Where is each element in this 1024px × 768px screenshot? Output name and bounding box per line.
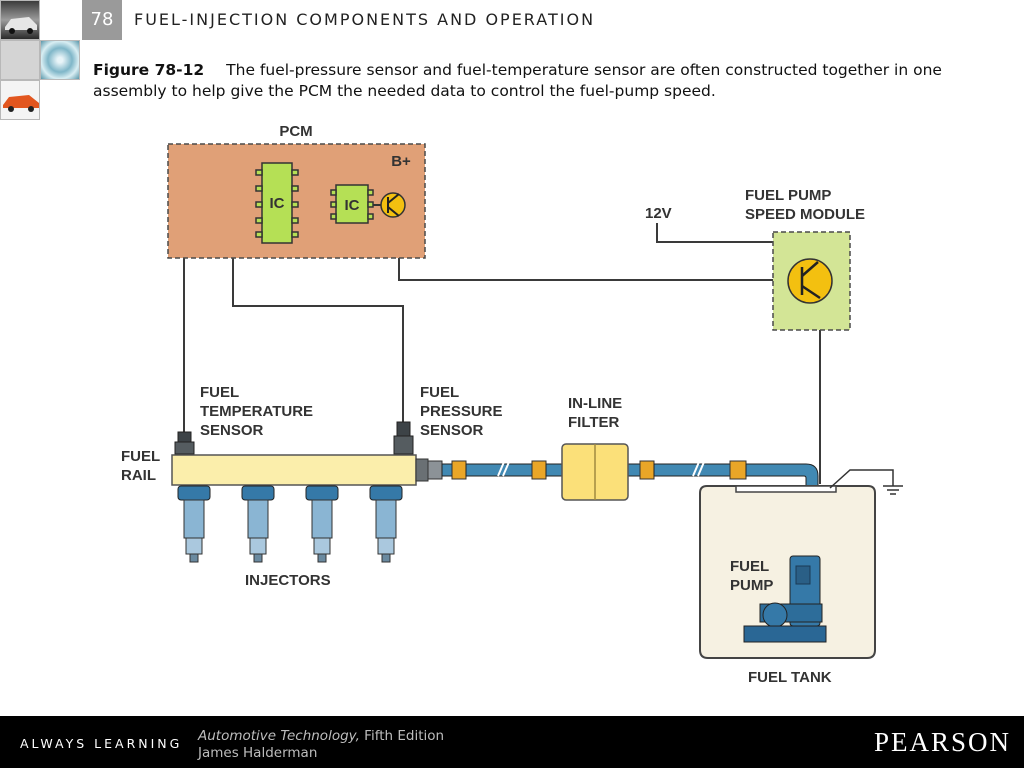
engine-thumbnail-image bbox=[0, 40, 40, 80]
fuel-pressure-sensor-label-3: SENSOR bbox=[420, 422, 484, 439]
sports-car-thumbnail-image bbox=[0, 80, 40, 120]
fuel-rail bbox=[171, 454, 417, 486]
fuel-temp-sensor-label-1: FUEL bbox=[200, 384, 239, 401]
tank-ground-symbol bbox=[829, 469, 903, 495]
12v-label: 12V bbox=[645, 205, 672, 222]
publisher-logo: PEARSON bbox=[874, 727, 1012, 757]
injector-4 bbox=[369, 485, 403, 563]
rail-end-fitting bbox=[415, 458, 443, 482]
inline-filter-label-2: FILTER bbox=[568, 414, 620, 431]
pump-control-wire bbox=[398, 225, 792, 281]
pcm-label: PCM bbox=[279, 123, 312, 140]
fuel-pressure-sensor-label-2: PRESSURE bbox=[420, 403, 503, 420]
fuel-rail-label-2: RAIL bbox=[121, 467, 156, 484]
fuel-pump-label-2: PUMP bbox=[730, 577, 773, 594]
fuel-temp-sensor-label-3: SENSOR bbox=[200, 422, 264, 439]
ic-label-large: IC bbox=[270, 195, 285, 212]
fuel-pressure-sensor bbox=[393, 421, 414, 455]
ic-label-small: IC bbox=[345, 197, 360, 214]
module-transistor-icon bbox=[787, 258, 833, 304]
injector-1 bbox=[177, 485, 211, 563]
figure-number: Figure 78-12 bbox=[93, 61, 205, 79]
pcm-transistor-icon bbox=[380, 192, 406, 218]
sports-car-icon bbox=[3, 95, 39, 112]
book-info: Automotive Technology, Fifth Edition Jam… bbox=[198, 728, 444, 762]
book-title: Automotive Technology, bbox=[198, 728, 360, 744]
fuel-pump-module-label-line1: FUEL PUMP bbox=[745, 187, 831, 204]
fuel-rail-label-1: FUEL bbox=[121, 448, 160, 465]
fuel-tank-label: FUEL TANK bbox=[748, 669, 832, 686]
tank-cover-plate bbox=[735, 485, 837, 493]
fuel-pump bbox=[743, 555, 827, 643]
car-icon bbox=[5, 17, 37, 34]
fuel-pump-module-label-line2: SPEED MODULE bbox=[745, 206, 865, 223]
b-plus-label: B+ bbox=[391, 153, 411, 170]
footer-bar: ALWAYS LEARNING Automotive Technology, F… bbox=[0, 716, 1024, 768]
fuel-tank bbox=[699, 485, 876, 659]
chapter-title: FUEL-INJECTION COMPONENTS AND OPERATION bbox=[134, 10, 596, 29]
chapter-number-badge: 78 bbox=[82, 0, 122, 40]
injector-3 bbox=[305, 485, 339, 563]
car-thumbnail-image bbox=[0, 0, 40, 40]
fuel-temp-sensor-label-2: TEMPERATURE bbox=[200, 403, 313, 420]
fuel-pressure-sensor-label-1: FUEL bbox=[420, 384, 459, 401]
ic-chip-large: IC bbox=[255, 162, 299, 244]
injector-2 bbox=[241, 485, 275, 563]
footer-tagline: ALWAYS LEARNING bbox=[20, 736, 183, 751]
ic-chip-small: IC bbox=[330, 184, 374, 224]
fuel-line bbox=[441, 460, 819, 581]
fuel-pump-label-1: FUEL bbox=[730, 558, 769, 575]
pressure-sensor-wire bbox=[232, 239, 404, 422]
book-edition: Fifth Edition bbox=[364, 728, 445, 744]
fuel-system-diagram: PCM B+ IC IC FUEL PUMP SPEED MODULE 12V bbox=[121, 123, 903, 686]
figure-caption-text: The fuel-pressure sensor and fuel-temper… bbox=[93, 61, 942, 100]
inline-filter-label-1: IN-LINE bbox=[568, 395, 622, 412]
book-author: James Halderman bbox=[198, 745, 318, 761]
fuel-temperature-sensor bbox=[174, 431, 195, 455]
injectors-label: INJECTORS bbox=[245, 572, 331, 589]
gear-thumbnail-image bbox=[40, 40, 80, 80]
